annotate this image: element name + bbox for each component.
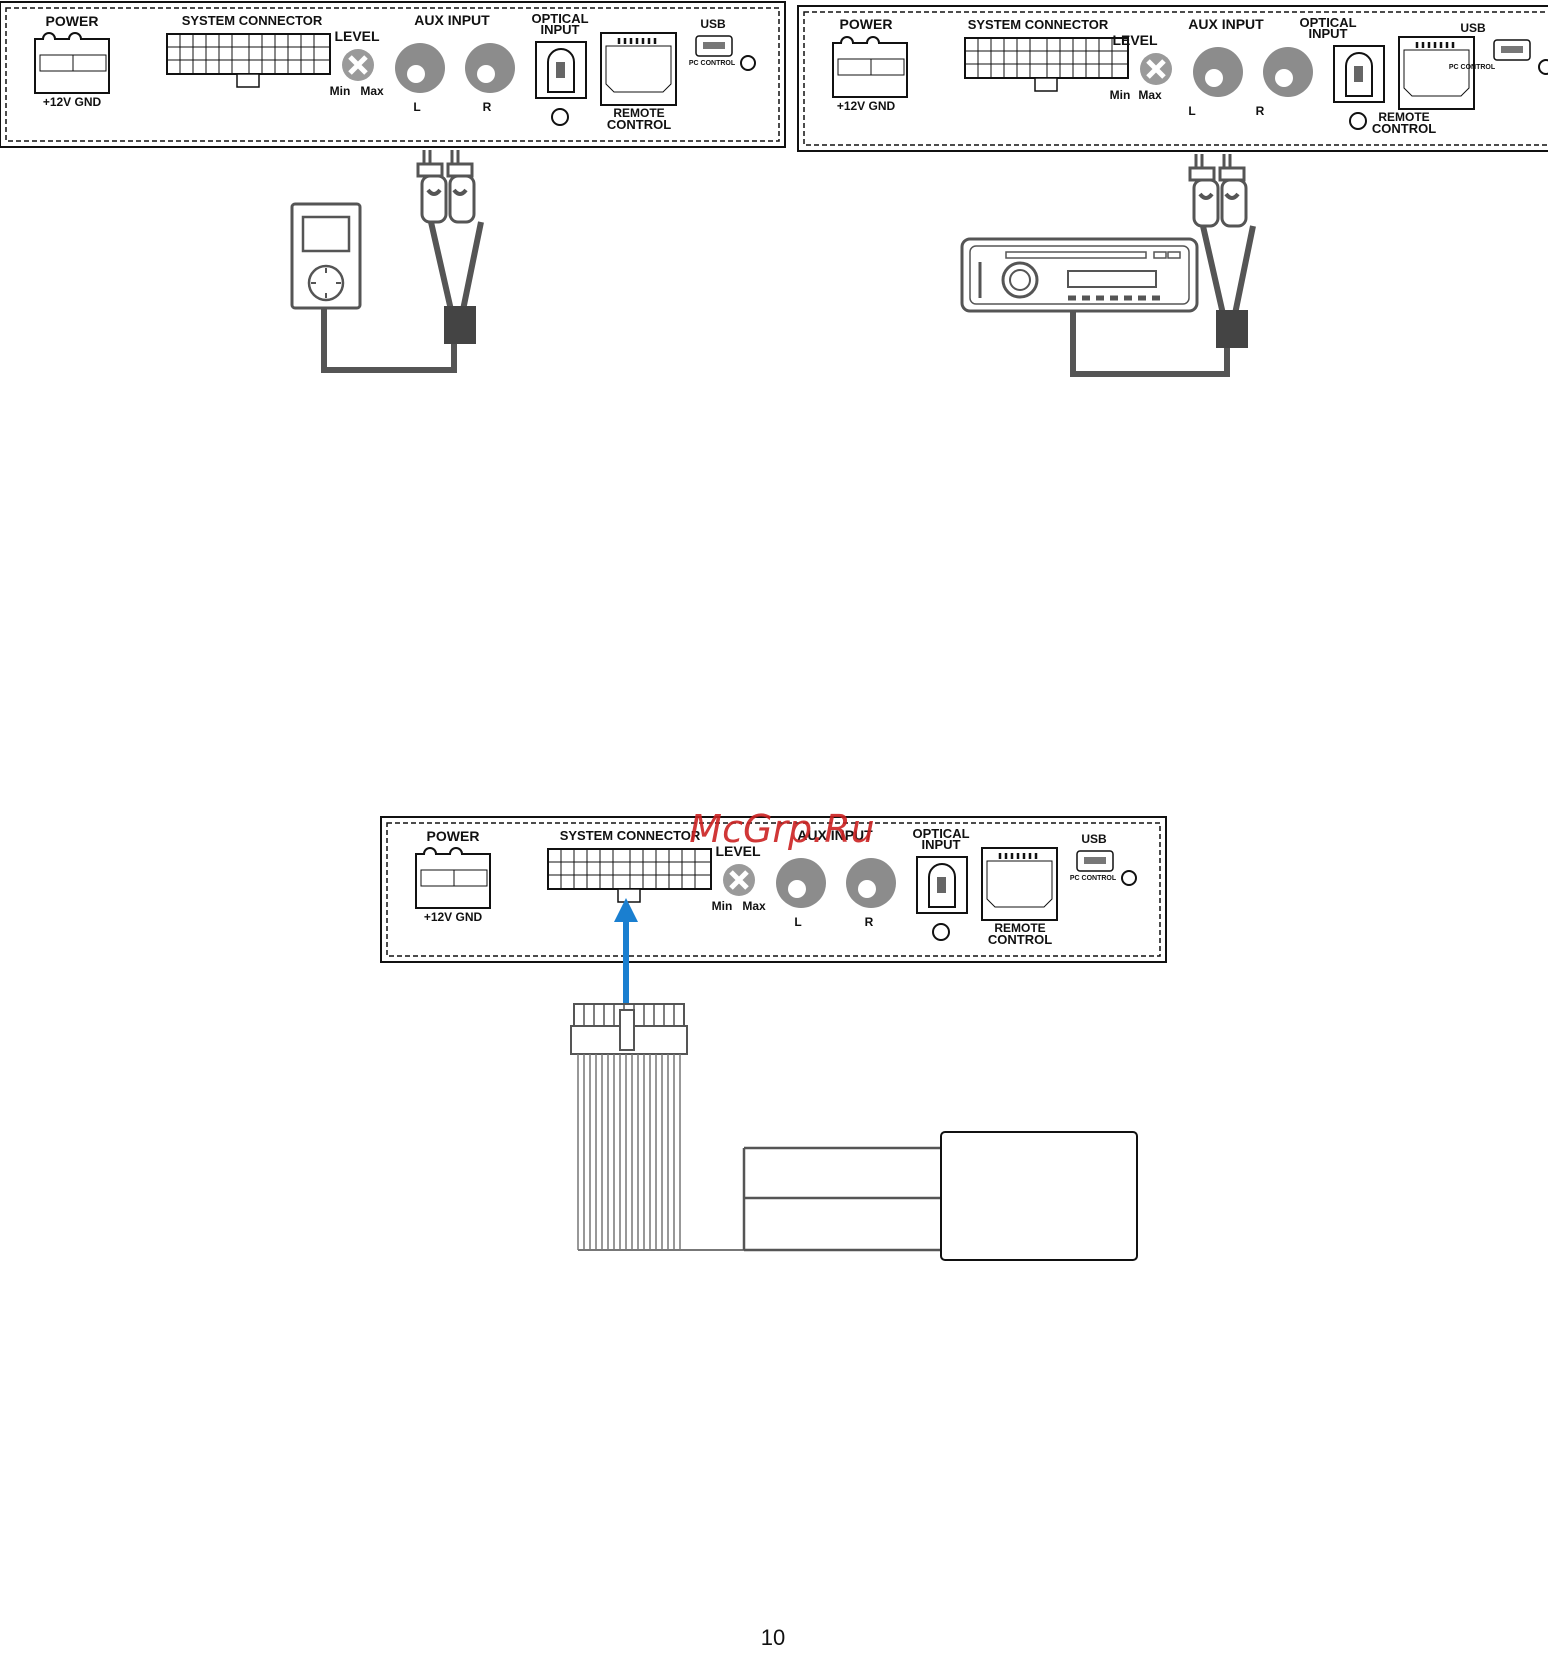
aux-input-label: AUX INPUT [414,12,490,28]
power-terminals-label: +12V GND [43,95,102,109]
level-max-label: Max [742,899,766,913]
optical-label: OPTICAL [912,826,969,841]
aux-l-label: L [794,915,801,929]
rca-y-cable-left [418,150,481,344]
cable-to-player [321,306,457,373]
usb-label: USB [700,17,726,31]
remote-control-label: CONTROL [1372,121,1436,136]
power-label: POWER [840,16,893,32]
optical-label: OPTICAL [531,11,588,26]
power-terminals-label: +12V GND [424,910,483,924]
remote-control-label: CONTROL [607,117,671,132]
aux-input-label: AUX INPUT [797,827,873,843]
pc-control-label: PC CONTROL [1449,64,1496,71]
optical-label: OPTICAL [1299,15,1356,30]
optical-input-label: INPUT [541,22,580,37]
watermark-text: McGrp.Ru [689,807,874,851]
power-label: POWER [46,13,99,29]
level-max-label: Max [360,84,384,98]
insert-arrow-icon [614,898,638,1004]
external-device-box [742,1131,1138,1261]
level-min-label: Min [1110,88,1131,102]
level-label: LEVEL [334,28,380,44]
remote-label: REMOTE [613,106,664,120]
optical-input-label: INPUT [1309,26,1348,41]
level-label: LEVEL [1112,32,1158,48]
system-connector-label: SYSTEM CONNECTOR [182,13,323,28]
usb-label: USB [1081,832,1107,846]
power-label: POWER [427,828,480,844]
optical-input-label: INPUT [922,837,961,852]
cable-to-head-unit [1070,310,1230,377]
system-connector-label: SYSTEM CONNECTOR [560,828,701,843]
usb-label: USB [1460,21,1486,35]
aux-r-label: R [865,915,874,929]
remote-control-label: CONTROL [988,932,1052,947]
aux-l-label: L [1188,104,1195,118]
aux-r-label: R [1256,104,1265,118]
level-min-label: Min [712,899,733,913]
aux-r-label: R [483,100,492,114]
level-label: LEVEL [715,843,761,859]
power-terminals-label: +12V GND [837,99,896,113]
system-connector-label: SYSTEM CONNECTOR [968,17,1109,32]
aux-l-label: L [413,100,420,114]
level-min-label: Min [330,84,351,98]
level-max-label: Max [1138,88,1162,102]
page-number: 10 [761,1625,785,1650]
portable-player-icon [290,202,362,310]
rca-y-cable-right [1190,154,1253,348]
system-connector-harness [570,1003,744,1251]
pc-control-label: PC CONTROL [689,60,736,67]
pc-control-label: PC CONTROL [1070,875,1117,882]
car-radio-head-unit-icon [960,237,1199,313]
aux-input-label: AUX INPUT [1188,16,1264,32]
remote-label: REMOTE [994,921,1045,935]
remote-label: REMOTE [1378,110,1429,124]
